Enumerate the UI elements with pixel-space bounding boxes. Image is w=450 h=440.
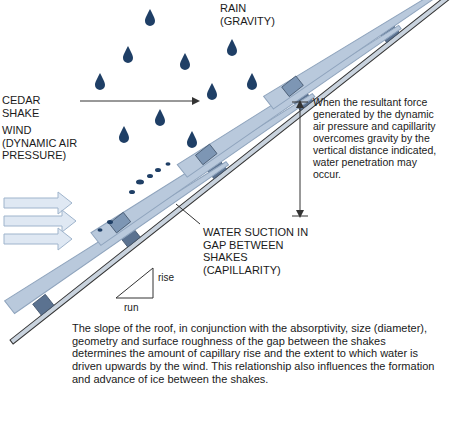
note-text: When the resultant force generated by th… xyxy=(313,96,447,180)
leader-line xyxy=(80,101,196,102)
rain-drops xyxy=(95,9,257,148)
part-label: CEDAR SHAKE xyxy=(2,94,78,119)
wind-label: WIND (DYNAMIC AIR PRESSURE) xyxy=(2,124,88,162)
vertical-dimension xyxy=(292,102,308,216)
capillarity-label: WATER SUCTION IN GAP BETWEEN SHAKES (CAP… xyxy=(203,226,321,277)
slope-label: run xyxy=(124,302,154,314)
slope-triangle xyxy=(116,268,153,298)
wind-arrows xyxy=(4,192,76,250)
cedar-shakes xyxy=(5,0,449,326)
roof-deck xyxy=(10,0,450,344)
slope-label: rise xyxy=(158,272,188,284)
rain-label: RAIN (GRAVITY) xyxy=(220,2,282,27)
leader-line xyxy=(176,204,200,224)
roof-assembly xyxy=(0,0,450,344)
shake-spacers xyxy=(109,76,303,233)
water-droplets xyxy=(98,162,171,232)
caption-paragraph: The slope of the roof, in conjunction wi… xyxy=(72,322,442,385)
